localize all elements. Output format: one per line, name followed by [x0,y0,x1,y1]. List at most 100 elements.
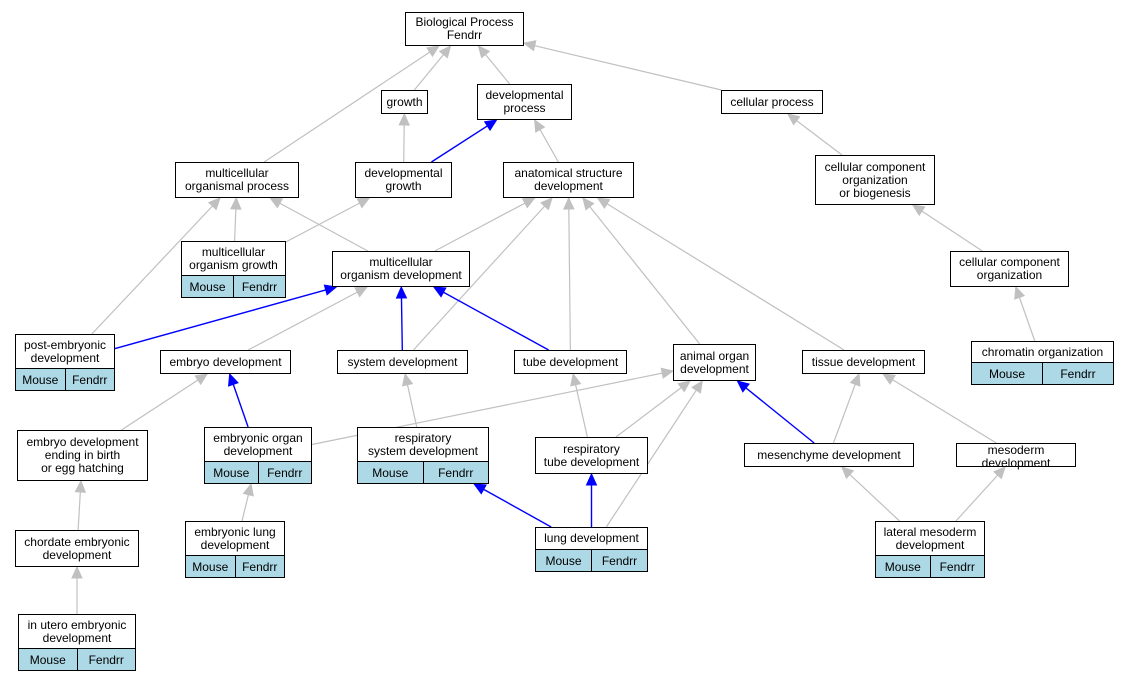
node-label: embryo development [169,354,282,369]
edge-respiratory-tube-development-to-animal-organ-development [615,380,691,438]
node-tube-development[interactable]: tube development [514,350,627,374]
gene-tag: Fendrr [234,556,284,577]
node-label: cellular process [730,94,814,109]
arrowhead [736,380,750,393]
edge-line [285,202,360,243]
arrowhead [395,285,408,299]
node-label: anatomical structure development [514,166,623,193]
edge-line [241,494,249,522]
node-anatomical-structure-development[interactable]: anatomical structure development [503,162,634,198]
node-tissue-development[interactable]: tissue development [802,350,925,374]
node-label: developmental process [485,88,564,115]
gene-tag: Fendrr [257,462,311,483]
edge-lung-development-to-animal-organ-development [605,379,703,528]
node-label: cellular component organization or bioge… [824,159,926,200]
arrowhead [849,372,861,387]
arrowhead [323,284,338,296]
arrowhead [840,466,855,480]
edge-line [247,291,358,351]
edge-embryonic-lung-development-to-embryonic-organ-development [241,482,254,522]
edge-line [413,54,445,91]
node-mesenchyme-development[interactable]: mesenchyme development [744,443,914,467]
species-tag: Mouse [186,556,235,577]
edge-line [955,474,999,522]
edge-line [263,51,431,163]
species-tag: Mouse [182,276,233,297]
edge-line [483,488,552,528]
arrowhead [691,379,703,394]
edge-tube-development-to-multicellular-organism-development [432,286,549,351]
edge-system-development-to-anatomical-structure-development [413,197,553,351]
edge-line [568,208,571,351]
node-mesoderm-development[interactable]: mesoderm development [956,443,1076,470]
arrowhead [477,45,491,59]
edge-mesoderm-development-to-tissue-development [882,373,997,444]
edge-line [575,384,588,438]
edge-developmental-process-to-biological-process [477,45,511,85]
node-label: embryonic lung development [194,524,276,552]
edge-mesenchyme-development-to-animal-organ-development [736,380,815,444]
edge-in-utero-embryonic-development-to-chordate-embryonic-development [71,565,83,614]
arrowhead [483,119,498,132]
node-embryo-development[interactable]: embryo development [160,350,291,374]
node-label: tissue development [811,354,916,369]
node-label: respiratory tube development [543,441,640,469]
node-label: respiratory system development [367,430,479,458]
gene-tag: Fendrr [233,276,285,297]
node-label: animal organ development [679,348,750,376]
arrowhead [356,197,371,209]
arrowhead [563,196,575,210]
edge-cellular-process-to-biological-process [522,40,722,91]
edge-line [114,289,326,350]
node-label: multicellular organism growth [189,244,278,272]
node-biological-process[interactable]: Biological Process Fendrr [405,12,524,46]
edge-line [796,120,843,156]
species-tag: Mouse [972,363,1042,384]
node-multicellular-organismal-process[interactable]: multicellular organismal process [175,162,299,198]
node-chordate-embryonic-development[interactable]: chordate embryonic development [15,530,139,567]
species-tag: Mouse [358,462,423,483]
node-developmental-growth[interactable]: developmental growth [355,162,452,198]
node-developmental-process[interactable]: developmental process [477,84,572,120]
species-tag: Mouse [205,462,258,483]
node-system-development[interactable]: system development [337,350,468,374]
edge-line [484,54,511,85]
node-label: chromatin organization [981,344,1104,359]
node-multicellular-organism-development[interactable]: multicellular organism development [332,251,470,287]
node-cellular-component-org-biogenesis[interactable]: cellular component organization or bioge… [815,155,935,205]
edge-line [832,384,856,444]
node-growth[interactable]: growth [381,90,428,114]
arrowhead [432,286,447,298]
node-label: multicellular organismal process [184,166,290,193]
arrowhead [585,472,598,486]
species-tag: Mouse [19,649,77,670]
node-cellular-process[interactable]: cellular process [721,90,823,114]
node-label: in utero embryonic development [27,617,127,645]
edge-animal-organ-development-to-anatomical-structure-development [582,197,701,345]
node-label: post-embryonic development [23,337,107,365]
edge-line [121,379,199,431]
node-cellular-component-organization[interactable]: cellular component organization [950,251,1069,287]
node-respiratory-tube-development[interactable]: respiratory tube development [535,437,648,474]
edge-line [400,297,404,351]
arrowhead [993,466,1006,480]
edge-line [921,210,983,252]
edge-line [589,206,701,345]
node-embryo-development-birth[interactable]: embryo development ending in birth or eg… [17,430,148,481]
node-animal-organ-development[interactable]: animal organ development [673,344,756,381]
arrowhead [570,372,582,387]
edge-line [431,125,488,163]
gene-tag: Fendrr [64,369,114,390]
